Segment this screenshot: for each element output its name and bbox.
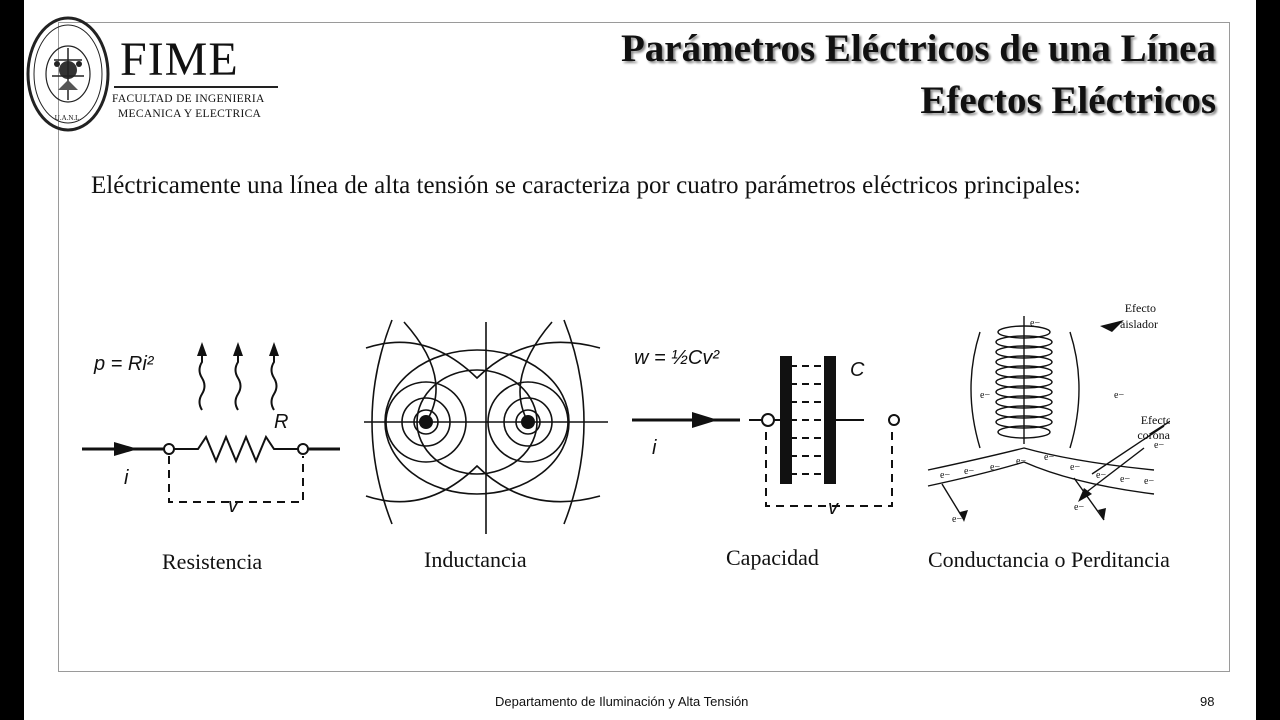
resistance-label-i: i [124, 467, 129, 489]
electron-symbol: e− [980, 390, 990, 401]
logo-divider [114, 86, 278, 88]
university-seal-icon: U.A.N.L. [26, 16, 110, 132]
conductance-label-corona-1: Efecto [1141, 413, 1170, 427]
resistance-formula: p = Ri² [93, 353, 155, 375]
conductance-label-aislador-2: aislador [1120, 317, 1158, 331]
electron-symbol: e− [1120, 474, 1130, 485]
capacitance-label-C: C [850, 359, 865, 381]
electron-symbol: e− [990, 462, 1000, 473]
conductance-label-corona-2: corona [1137, 428, 1170, 442]
conductance-diagram: Efecto aislador Efecto corona e− e− e− e… [927, 301, 1170, 525]
capacitance-label-i: i [652, 437, 657, 459]
slide-title-line1: Parámetros Eléctricos de una Línea [620, 27, 1216, 70]
electron-symbol: e− [1096, 470, 1106, 481]
resistance-label-R: R [274, 411, 288, 433]
resistance-diagram: p = Ri² R i v [82, 342, 340, 517]
electron-symbol: e− [1114, 390, 1124, 401]
electron-symbol: e− [940, 470, 950, 481]
capacitance-label-v: v [828, 497, 839, 519]
footer-page-number: 98 [1200, 694, 1215, 709]
logo-subtitle-line1: FACULTAD DE INGENIERIA [112, 93, 265, 105]
fime-logo: U.A.N.L. [24, 14, 114, 137]
electron-symbol: e− [1016, 456, 1026, 467]
slide: U.A.N.L. FIME FACULTAD DE INGENIERIA MEC… [24, 0, 1256, 720]
content-frame [58, 22, 1230, 672]
inductance-diagram [364, 319, 608, 534]
capacitance-caption: Capacidad [726, 545, 819, 570]
capacitance-formula: w = ½Cv² [634, 347, 720, 369]
resistance-caption: Resistencia [162, 549, 263, 574]
electron-symbol: e− [952, 514, 962, 525]
electron-symbol: e− [1074, 502, 1084, 513]
capacitance-diagram: w = ½Cv² C i v [632, 347, 900, 519]
footer-department: Departamento de Iluminación y Alta Tensi… [495, 694, 749, 709]
svg-text:U.A.N.L.: U.A.N.L. [55, 114, 82, 122]
slide-title-line2: Efectos Eléctricos [920, 79, 1216, 122]
conductance-caption: Conductancia o Perditancia [928, 547, 1170, 572]
electron-symbol: e− [1030, 318, 1040, 329]
intro-text: Eléctricamente una línea de alta tensión… [91, 172, 1081, 199]
logo-subtitle-line2: MECANICA Y ELECTRICA [118, 108, 262, 120]
electron-symbol: e− [1144, 476, 1154, 487]
electron-symbol: e− [1044, 452, 1054, 463]
electron-symbol: e− [1070, 462, 1080, 473]
resistance-label-v: v [228, 495, 239, 517]
conductance-label-aislador-1: Efecto [1125, 301, 1156, 315]
logo-title: FIME [120, 33, 239, 86]
electron-symbol: e− [964, 466, 974, 477]
electron-symbol: e− [1154, 440, 1164, 451]
inductance-caption: Inductancia [424, 547, 527, 572]
